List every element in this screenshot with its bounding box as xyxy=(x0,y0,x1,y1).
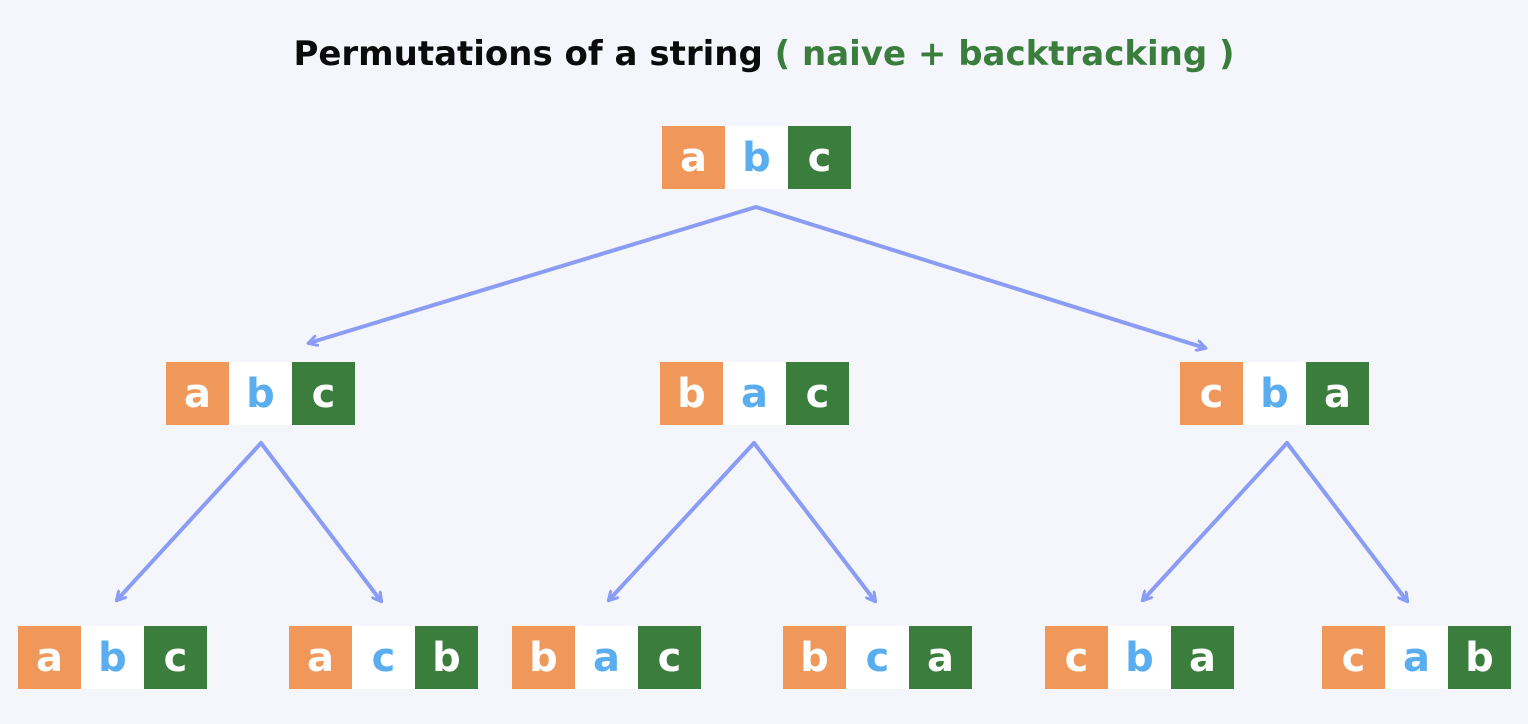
char-cell: b xyxy=(783,626,846,689)
tree-node-level1-1: a b c xyxy=(166,362,355,425)
diagram-title: Permutations of a string ( naive + backt… xyxy=(0,34,1528,74)
char-cell: b xyxy=(81,626,144,689)
char-cell: a xyxy=(723,362,786,425)
edge-node-1-3-to-leaf-5 xyxy=(1143,441,1289,600)
edge-root-to-node-1-3 xyxy=(754,205,1205,348)
char-cell: a xyxy=(18,626,81,689)
char-cell: a xyxy=(1306,362,1369,425)
char-cell: b xyxy=(512,626,575,689)
char-cell: c xyxy=(1180,362,1243,425)
char-cell: c xyxy=(846,626,909,689)
tree-node-root: a b c xyxy=(662,126,851,189)
char-cell: b xyxy=(229,362,292,425)
tree-leaf-1: a b c xyxy=(18,626,207,689)
tree-leaf-3: b a c xyxy=(512,626,701,689)
tree-leaf-5: c b a xyxy=(1045,626,1234,689)
char-cell: b xyxy=(660,362,723,425)
char-cell: b xyxy=(1448,626,1511,689)
title-accent: ( naive + backtracking ) xyxy=(774,34,1235,74)
char-cell: a xyxy=(289,626,352,689)
title-main: Permutations of a string xyxy=(293,34,763,74)
char-cell: a xyxy=(909,626,972,689)
char-cell: a xyxy=(575,626,638,689)
char-cell: b xyxy=(415,626,478,689)
char-cell: c xyxy=(292,362,355,425)
edge-node-1-1-to-leaf-2 xyxy=(259,441,381,601)
char-cell: b xyxy=(1243,362,1306,425)
tree-node-level1-2: b a c xyxy=(660,362,849,425)
char-cell: b xyxy=(725,126,788,189)
char-cell: c xyxy=(788,126,851,189)
char-cell: c xyxy=(638,626,701,689)
tree-leaf-4: b c a xyxy=(783,626,972,689)
tree-leaf-2: a c b xyxy=(289,626,478,689)
char-cell: c xyxy=(352,626,415,689)
char-cell: a xyxy=(662,126,725,189)
char-cell: a xyxy=(1385,626,1448,689)
edge-root-to-node-1-1 xyxy=(309,205,758,343)
char-cell: c xyxy=(786,362,849,425)
tree-node-level1-3: c b a xyxy=(1180,362,1369,425)
char-cell: a xyxy=(1171,626,1234,689)
edge-node-1-1-to-leaf-1 xyxy=(117,441,263,600)
char-cell: a xyxy=(166,362,229,425)
char-cell: c xyxy=(1322,626,1385,689)
char-cell: c xyxy=(1045,626,1108,689)
edge-node-1-3-to-leaf-6 xyxy=(1285,441,1407,601)
char-cell: b xyxy=(1108,626,1171,689)
tree-leaf-6: c a b xyxy=(1322,626,1511,689)
char-cell: c xyxy=(144,626,207,689)
edge-node-1-2-to-leaf-4 xyxy=(752,441,875,601)
edge-node-1-2-to-leaf-3 xyxy=(609,441,756,600)
